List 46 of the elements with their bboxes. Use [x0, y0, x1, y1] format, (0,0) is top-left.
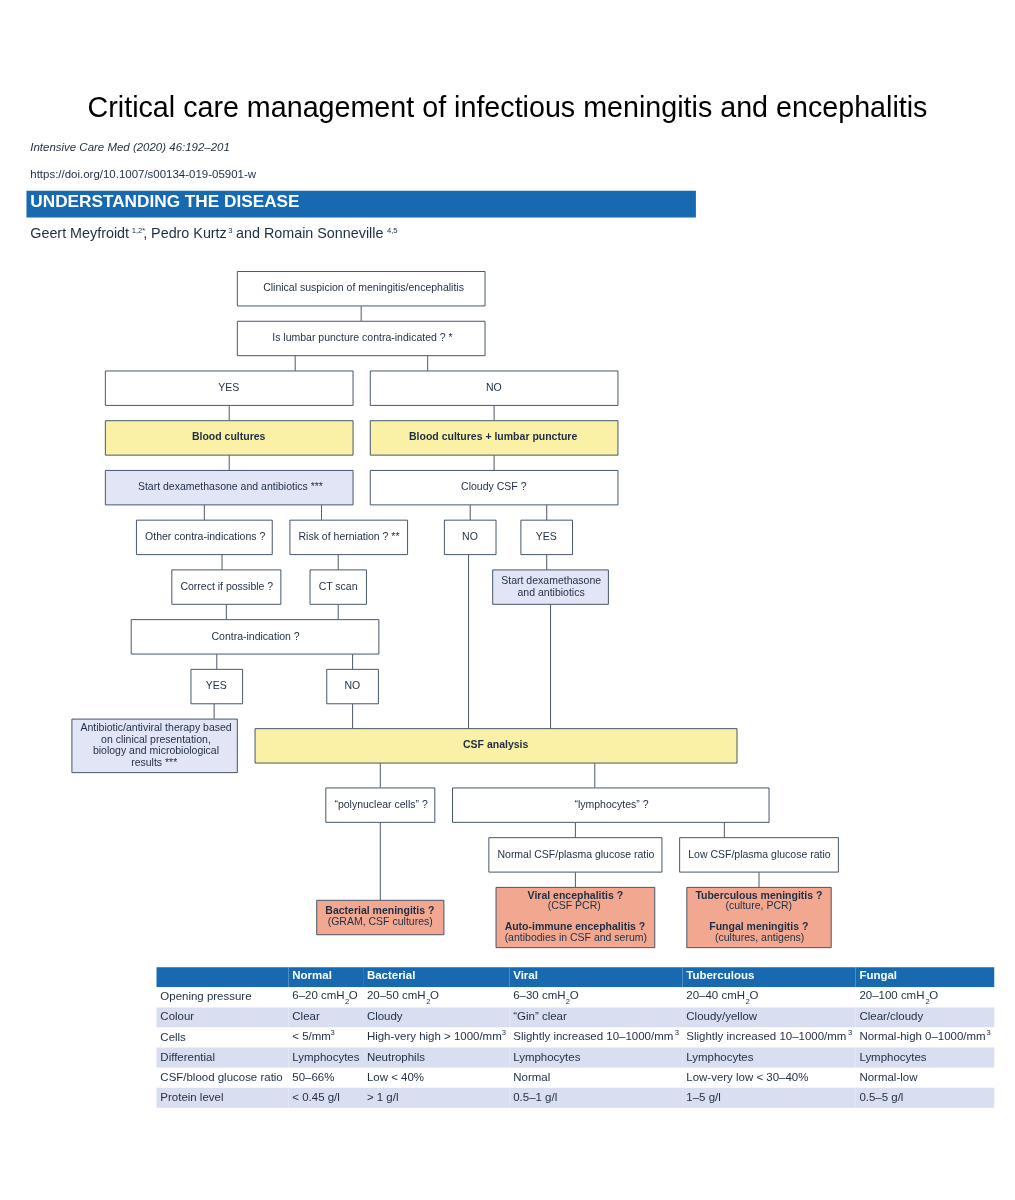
label: Protein level — [160, 1090, 224, 1103]
label: Lymphocytes — [513, 1050, 581, 1063]
label: Geert Meyfroidt$^{1,2*}$, Pedro Kurtz$^{3}$ and Romain Sonneville$^{4,5}$ — [30, 224, 398, 241]
label: Normal — [513, 1070, 551, 1083]
label: 1–5 g/l — [686, 1090, 721, 1103]
label: Low < 40% — [366, 1070, 424, 1083]
label: < 5/mm$^{3}$ — [292, 1027, 335, 1042]
label: Colour — [160, 1009, 195, 1022]
label: Neutrophils — [366, 1050, 425, 1063]
label: 20–40 cmH$_{2}$O — [686, 988, 759, 1006]
label: Opening pressure — [160, 989, 252, 1002]
label: Slightly increased 10–1000/mm$^{3}$ — [513, 1027, 680, 1042]
label: 20–100 cmH$_{2}$O — [859, 988, 939, 1006]
label: Cloudy — [366, 1009, 403, 1022]
label: Lymphocytes — [859, 1050, 927, 1063]
label: Normal-high 0–1000/mm$^{3}$ — [859, 1027, 991, 1042]
label: Normal — [292, 968, 332, 981]
label: Clear/cloudy — [859, 1009, 924, 1022]
label: 50–66% — [292, 1070, 335, 1083]
label: 6–20 cmH$_{2}$O — [292, 988, 358, 1006]
label: 6–30 cmH$_{2}$O — [513, 988, 579, 1006]
label: Cells — [160, 1030, 186, 1042]
label: Cloudy/yellow — [686, 1009, 758, 1022]
label: 20–50 cmH$_{2}$O — [366, 988, 439, 1006]
label: Fungal — [859, 968, 898, 981]
label: Intensive Care Med (2020) 46:192–201 — [30, 140, 230, 153]
label: Differential — [160, 1050, 215, 1063]
label: CSF/blood glucose ratio — [160, 1070, 283, 1083]
label: Low-very low < 30–40% — [686, 1070, 809, 1083]
label: > 1 g/l — [366, 1090, 399, 1103]
label: Tuberculous — [686, 968, 755, 981]
label: < 0.45 g/l — [292, 1090, 340, 1103]
label: Lymphocytes — [686, 1050, 754, 1063]
label: Normal-low — [859, 1070, 918, 1083]
label: Slightly increased 10–1000/mm$^{3}$ — [686, 1027, 853, 1042]
label: Lymphocytes — [292, 1050, 360, 1063]
label: Clear — [292, 1009, 320, 1022]
label: Viral — [513, 968, 538, 981]
label: “Gin” clear — [513, 1009, 567, 1022]
diagram-title: Critical care management of infectious meningitis and encephalitis — [87, 90, 928, 123]
label: UNDERSTANDING THE DISEASE — [30, 190, 300, 211]
label: High-very high > 1000/mm$^{3}$ — [366, 1027, 507, 1042]
label: 0.5–5 g/l — [859, 1090, 904, 1103]
label: Bacterial — [366, 968, 416, 981]
label: 0.5–1 g/l — [513, 1090, 558, 1103]
label: https://doi.org/10.1007/s00134-019-05901-w — [30, 167, 257, 180]
